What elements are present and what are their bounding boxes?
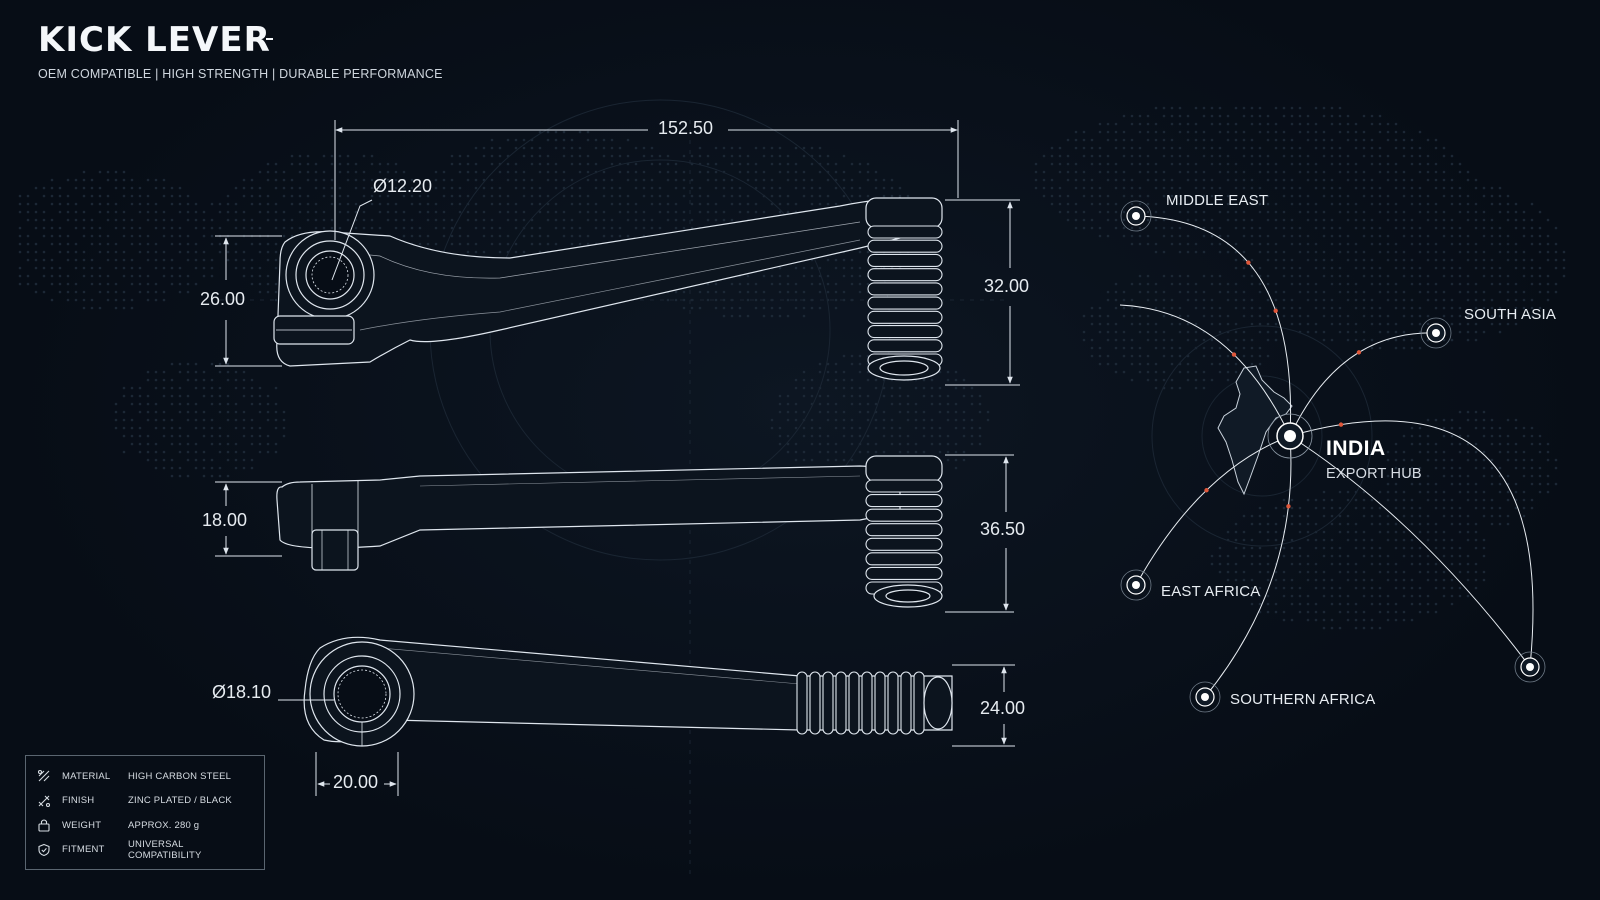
export-route — [1289, 435, 1531, 668]
lever-top-view — [273, 197, 943, 381]
weight-icon — [36, 817, 52, 833]
destination-node — [1120, 569, 1152, 601]
route-marker — [1286, 504, 1291, 509]
export-route — [1289, 420, 1534, 668]
dim-pedal-height-side: 36.50 — [980, 519, 1026, 539]
lever-side-view — [276, 455, 943, 608]
route-marker — [1246, 260, 1251, 265]
india-outline — [1217, 365, 1293, 496]
page-subtitle: OEM COMPATIBLE | HIGH STRENGTH | DURABLE… — [38, 67, 443, 81]
finish-icon — [36, 793, 52, 809]
export-route — [1135, 435, 1291, 586]
region-label-southern-africa: SOUTHERN AFRICA — [1230, 691, 1376, 708]
region-label-east-africa: EAST AFRICA — [1161, 583, 1261, 600]
destination-node — [1120, 200, 1152, 232]
spec-row-fitment: FITMENT UNIVERSAL COMPATIBILITY — [36, 838, 254, 863]
spec-row-weight: WEIGHT APPROX. 280 g — [36, 813, 254, 838]
dim-pedal-height-top: 32.00 — [984, 276, 1030, 296]
hub-node-india — [1267, 413, 1313, 459]
spec-key: MATERIAL — [62, 770, 111, 782]
dim-clamp-height: 26.00 — [200, 289, 246, 309]
lever-bottom-view — [303, 636, 953, 747]
fitment-icon — [36, 842, 52, 858]
export-route — [1119, 304, 1291, 437]
export-route — [1289, 332, 1437, 437]
export-route — [1204, 435, 1292, 698]
spec-value: APPROX. 280 g — [128, 819, 200, 831]
spec-value: UNIVERSAL COMPATIBILITY — [128, 838, 202, 861]
dim-clamp-width-bottom: 20.00 — [333, 772, 379, 792]
dim-bore-diameter-bottom: Ø18.10 — [212, 682, 272, 702]
route-marker — [1273, 308, 1278, 313]
hub-subtitle: EXPORT HUB — [1326, 466, 1422, 482]
region-label-middle-east: MIDDLE EAST — [1166, 192, 1269, 209]
hub-name: INDIA — [1326, 437, 1386, 460]
region-label-south-asia: SOUTH ASIA — [1464, 306, 1557, 323]
destination-node — [1420, 317, 1452, 349]
spec-row-material: MATERIAL HIGH CARBON STEEL — [36, 764, 254, 789]
dim-bore-diameter-top: Ø12.20 — [373, 176, 433, 196]
spec-value: HIGH CARBON STEEL — [128, 770, 232, 782]
export-route — [1135, 215, 1292, 437]
route-marker — [1231, 352, 1237, 357]
spec-key: FITMENT — [62, 844, 105, 856]
destination-node — [1514, 651, 1546, 683]
spec-key: WEIGHT — [62, 819, 102, 831]
material-icon — [36, 768, 52, 784]
dimension-lines — [215, 120, 1020, 796]
page-title: KICK LEVER — [38, 20, 271, 60]
dim-clamp-thickness-side: 18.00 — [202, 510, 248, 530]
destination-node — [1189, 681, 1221, 713]
route-marker — [1338, 422, 1344, 427]
spec-table: MATERIAL HIGH CARBON STEEL FINISH ZINC P… — [25, 755, 265, 870]
spec-key: FINISH — [62, 795, 95, 807]
dim-overall-length: 152.50 — [658, 118, 714, 138]
spec-row-finish: FINISH ZINC PLATED / BLACK — [36, 789, 254, 814]
spec-value: ZINC PLATED / BLACK — [128, 795, 232, 807]
route-marker — [1204, 488, 1209, 493]
dim-pedal-height-bottom: 24.00 — [980, 698, 1026, 718]
title-accent-mark — [266, 38, 273, 40]
route-marker — [1356, 350, 1362, 355]
